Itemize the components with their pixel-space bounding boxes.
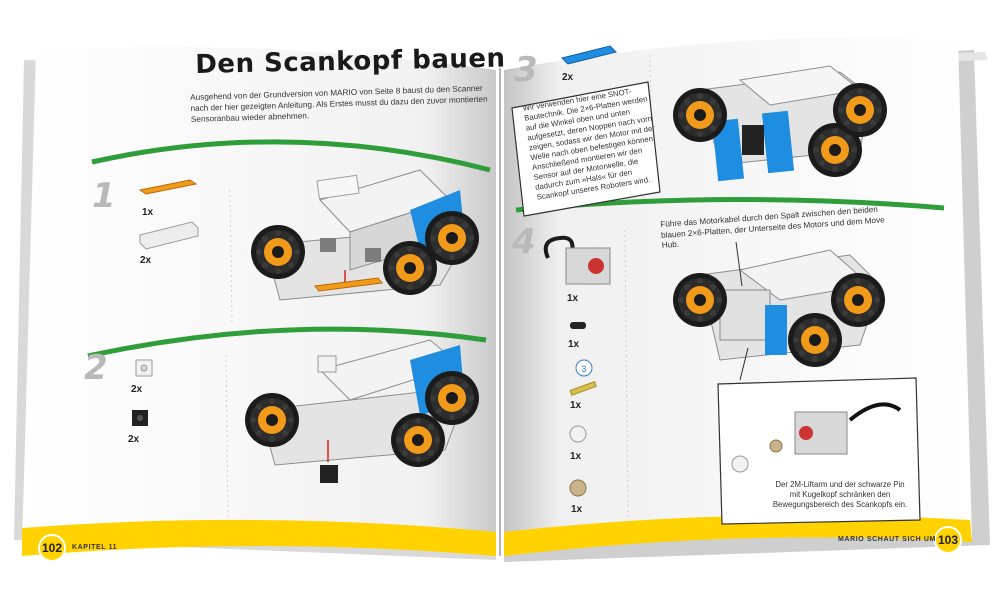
part-quantity: 2x	[128, 434, 140, 445]
robot-model-step-4	[673, 241, 885, 381]
callout-text: Der 2M-Liftarm und der schwarze Pin mit …	[772, 480, 908, 509]
part-quantity: 1x	[142, 207, 154, 218]
left-footer-band	[22, 519, 496, 556]
part-motor	[543, 235, 611, 285]
footer-chapter: KAPITEL 11	[72, 544, 118, 551]
green-separator	[87, 326, 487, 359]
part-quantity: 1x	[571, 504, 583, 515]
robot-model-step-3	[673, 65, 887, 182]
page-number-right: 103	[937, 533, 959, 547]
part-tan-bush	[569, 479, 587, 497]
robot-model-step-2	[245, 339, 479, 483]
part-white-bush	[569, 425, 587, 443]
part-white-bracket	[135, 359, 153, 377]
footer-chapter: MARIO SCHAUT SICH UM	[838, 536, 936, 543]
right-page-number-badge	[934, 526, 962, 554]
left-page-number-badge	[38, 534, 66, 562]
part-quantity: 1x	[570, 400, 582, 411]
part-quantity: 1x	[568, 339, 580, 350]
part-quantity: 2x	[562, 72, 574, 83]
part-quantity: 1x	[570, 451, 582, 462]
snot-note-box	[511, 81, 661, 217]
part-axle	[569, 381, 597, 396]
callout-motor-detail	[731, 402, 902, 473]
part-quantity: 2x	[131, 384, 143, 395]
part-blue-plate	[561, 45, 617, 65]
part-quantity: 1x	[567, 293, 579, 304]
step-number: 2	[84, 348, 108, 388]
step-number: 1	[92, 176, 116, 216]
svg-text:3: 3	[581, 364, 586, 374]
part-black-pin	[570, 322, 586, 329]
part-white-brick	[139, 221, 199, 250]
part-orange-plate	[138, 179, 198, 195]
part-quantity: 2x	[140, 255, 152, 266]
step-number: 3	[514, 50, 538, 90]
green-separator	[91, 139, 491, 173]
right-footer-band	[504, 515, 972, 556]
step-number: 4	[512, 222, 536, 262]
robot-model-step-1	[251, 169, 479, 301]
part-liftarm-badge: 3	[575, 359, 593, 377]
part-black-bracket	[132, 410, 148, 426]
page-number-left: 102	[41, 541, 63, 555]
snot-note-text: Wir verwenden hier eine SNOT-Bautechnik.…	[522, 86, 656, 202]
